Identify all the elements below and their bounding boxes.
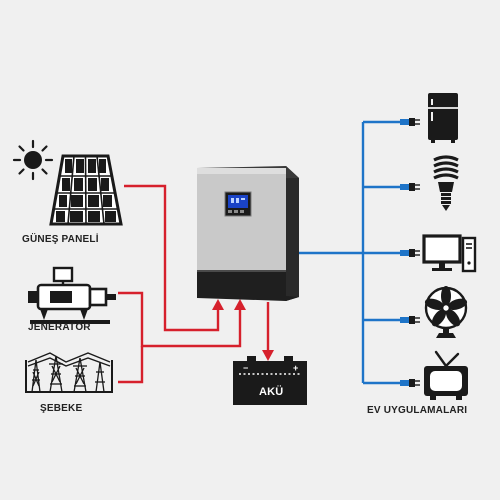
bulb-icon xyxy=(433,155,459,211)
refrigerator-icon xyxy=(428,93,458,143)
tv-icon xyxy=(424,350,468,400)
generator-to-inverter-wire xyxy=(118,291,242,348)
red-wires xyxy=(118,184,270,384)
plug-connector xyxy=(400,379,420,387)
solar-to-inverter-wire xyxy=(124,184,220,332)
grid-to-inverter-wire xyxy=(118,346,144,384)
solar-panel-icon xyxy=(49,154,123,226)
svg-text:+: + xyxy=(293,363,298,373)
plug-connector xyxy=(400,316,420,324)
battery-icon: − + xyxy=(233,356,307,405)
appliances-label: EV UYGULAMALARI xyxy=(367,405,468,416)
grid-label: ŞEBEKE xyxy=(40,403,83,414)
arrow-down-battery xyxy=(262,350,274,361)
solar-panel-label: GÜNEŞ PANELİ xyxy=(22,234,99,245)
svg-text:−: − xyxy=(243,363,248,373)
battery-label: AKÜ xyxy=(259,386,284,398)
plug-connector xyxy=(400,118,420,126)
inverter-base xyxy=(197,270,299,301)
plug-connector xyxy=(400,249,420,257)
fan-icon xyxy=(424,286,468,338)
inverter-unit xyxy=(197,166,299,301)
generator-label: JENERATÖR xyxy=(28,322,91,333)
red-arrowheads xyxy=(212,299,274,361)
plugs xyxy=(400,118,420,387)
inverter-side xyxy=(286,166,299,301)
power-grid-icon xyxy=(25,352,113,393)
arrow-up-generator xyxy=(234,299,246,310)
computer-icon xyxy=(422,234,477,273)
sun-icon xyxy=(12,139,54,181)
generator-icon xyxy=(28,266,116,324)
arrow-up-solar xyxy=(212,299,224,310)
blue-wires xyxy=(299,120,401,385)
plug-connector xyxy=(400,183,420,191)
